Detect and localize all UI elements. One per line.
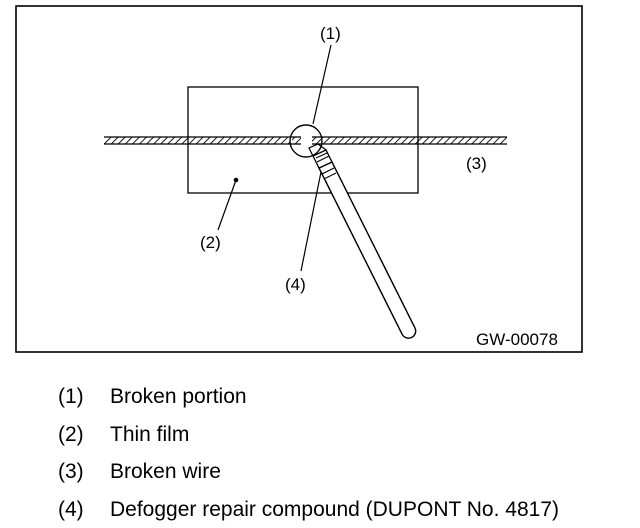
legend-item-repair-compound: (4) Defogger repair compound (DUPONT No.… xyxy=(58,491,559,528)
legend-item-broken-portion: (1) Broken portion xyxy=(58,378,559,416)
legend-number: (1) xyxy=(58,385,84,408)
legend-text: Defogger repair compound (DUPONT No. 481… xyxy=(110,497,559,521)
leader-broken-portion xyxy=(312,44,332,125)
callout-broken-portion: (1) xyxy=(320,24,341,43)
legend-list: (1) Broken portion (2) Thin film (3) Bro… xyxy=(58,378,559,528)
legend-item-thin-film: (2) Thin film xyxy=(58,416,559,454)
repair-pen-shape xyxy=(308,143,417,339)
legend-text: Thin film xyxy=(110,422,190,446)
wire-break-gap xyxy=(291,136,321,145)
leader-thin-film xyxy=(217,177,239,231)
callout-broken-wire: (3) xyxy=(466,154,487,173)
repair-diagram: (1) (2) (3) (4) GW-00078 xyxy=(15,5,583,353)
callout-thin-film: (2) xyxy=(200,233,221,252)
legend-number: (2) xyxy=(58,422,84,446)
leader-repair-compound xyxy=(300,171,322,272)
broken-portion-circle xyxy=(289,124,323,158)
legend-item-broken-wire: (3) Broken wire xyxy=(58,453,559,491)
diagram-frame xyxy=(15,5,583,353)
legend-text: Broken wire xyxy=(110,460,221,483)
legend-text: Broken portion xyxy=(110,385,247,408)
legend-number: (3) xyxy=(58,460,84,483)
callout-repair-compound: (4) xyxy=(285,275,306,294)
figure-code: GW-00078 xyxy=(476,330,558,349)
legend-number: (4) xyxy=(58,497,84,521)
